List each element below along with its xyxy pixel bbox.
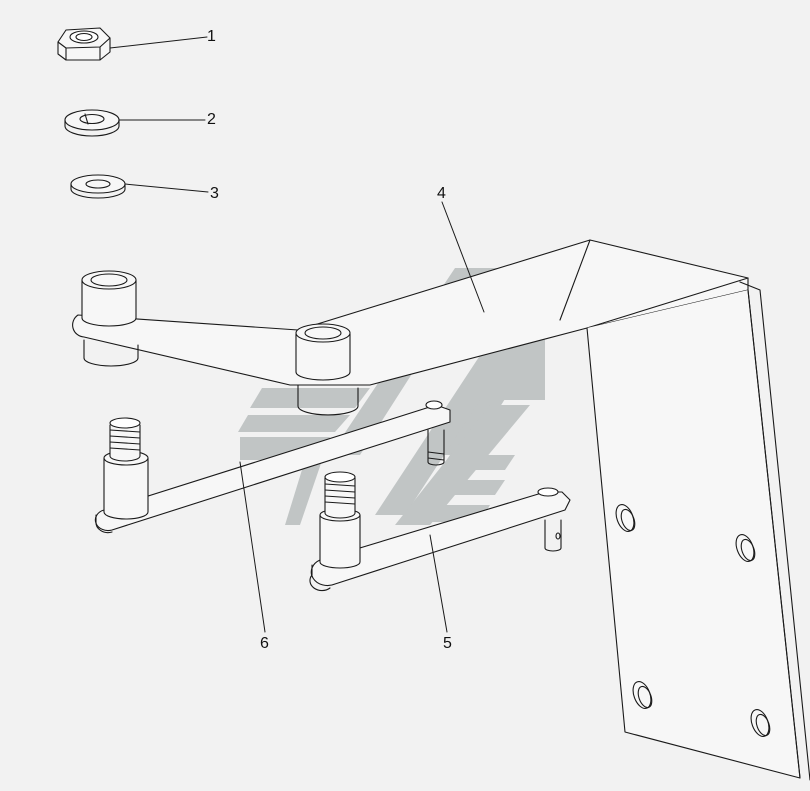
hex-nut [57,27,111,61]
middle-lever [94,400,451,534]
callout-5: 5 [443,635,452,652]
callout-6: 6 [260,635,269,652]
callout-4: 4 [437,185,446,202]
leader-1 [109,36,208,49]
callout-2: 2 [207,111,216,128]
callout-3: 3 [210,185,219,202]
callout-1: 1 [207,28,216,45]
flat-washer [70,174,126,199]
leader-6 [239,461,266,633]
leader-4 [441,201,485,313]
leader-3 [124,183,209,193]
bracket-with-lever [72,239,810,781]
leader-5 [429,534,448,633]
spring-washer [64,109,120,137]
drawing-lines [57,27,810,781]
lower-lever [309,471,571,592]
leader-lines [109,36,485,633]
